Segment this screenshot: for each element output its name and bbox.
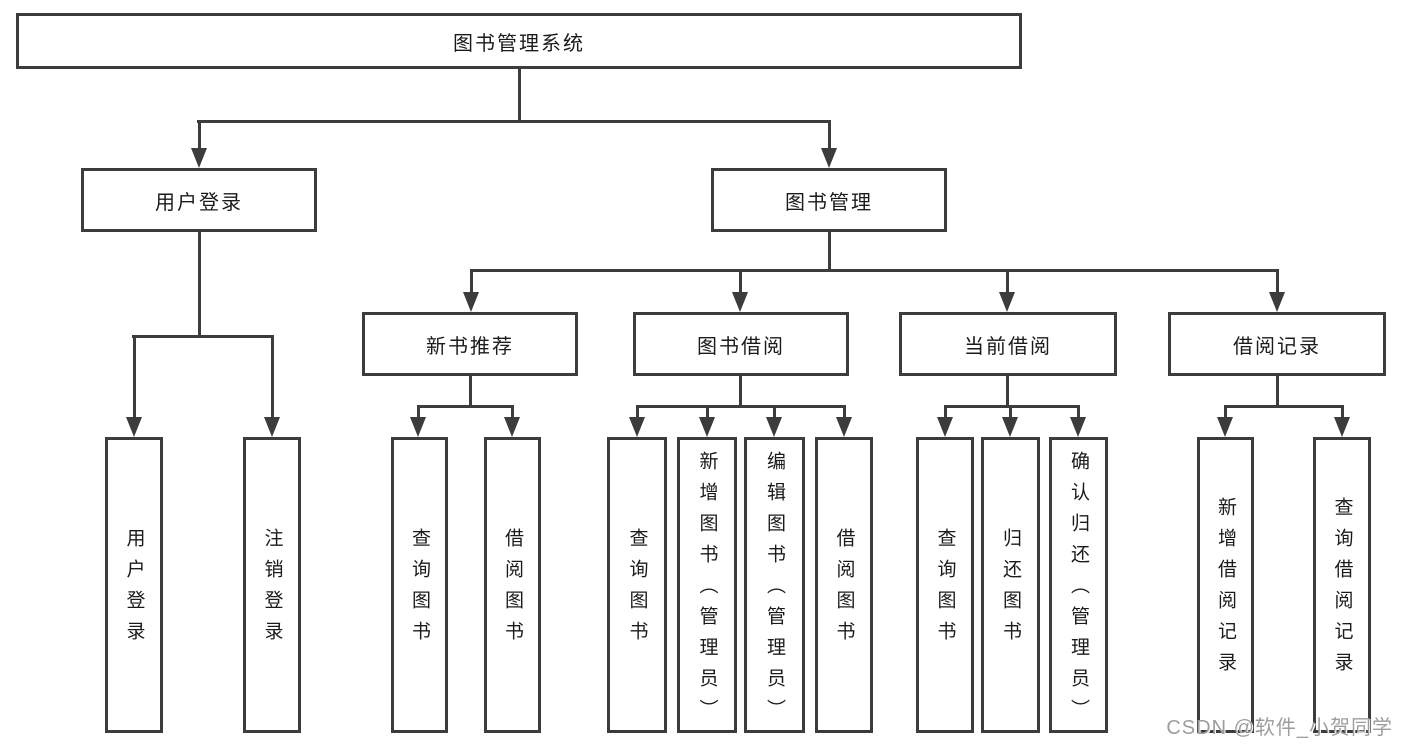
connector-line — [773, 405, 776, 419]
leaf-records-add-record: 新增借阅记录 — [1197, 437, 1254, 733]
arrow-down-icon — [629, 417, 645, 437]
arrow-down-icon — [1334, 417, 1350, 437]
connector-line — [1006, 376, 1009, 407]
connector-line — [511, 405, 514, 419]
connector-line — [636, 405, 846, 408]
node-borrow-records: 借阅记录 — [1168, 312, 1386, 376]
connector-line — [1341, 405, 1344, 419]
connector-line — [470, 269, 473, 292]
arrow-down-icon — [1070, 417, 1086, 437]
node-current-borrow: 当前借阅 — [899, 312, 1117, 376]
connector-line — [198, 120, 201, 150]
connector-line — [417, 405, 420, 419]
connector-line — [1224, 405, 1227, 419]
connector-line — [636, 405, 639, 419]
node-root-library-system: 图书管理系统 — [16, 13, 1022, 69]
connector-line — [944, 405, 947, 419]
leaf-borrow-add-books-admin: 新增图书（管理员） — [677, 437, 737, 733]
arrow-down-icon — [836, 417, 852, 437]
arrow-down-icon — [999, 292, 1015, 312]
connector-line — [1276, 269, 1279, 292]
leaf-user-login: 用户登录 — [105, 437, 163, 733]
arrow-down-icon — [1217, 417, 1233, 437]
connector-line — [197, 120, 831, 123]
arrow-down-icon — [937, 417, 953, 437]
connector-line — [518, 69, 521, 120]
node-book-management-branch: 图书管理 — [711, 168, 947, 232]
node-new-book-recommend: 新书推荐 — [362, 312, 578, 376]
arrow-down-icon — [410, 417, 426, 437]
connector-line — [133, 335, 136, 419]
connector-line — [470, 269, 1279, 272]
csdn-watermark: CSDN @软件_小贺同学 — [1166, 717, 1393, 739]
arrow-down-icon — [463, 292, 479, 312]
connector-line — [1077, 405, 1080, 419]
arrow-down-icon — [504, 417, 520, 437]
arrow-down-icon — [732, 292, 748, 312]
connector-line — [843, 405, 846, 419]
leaf-borrow-edit-books-admin: 编辑图书（管理员） — [744, 437, 805, 733]
leaf-current-query-books: 查询图书 — [916, 437, 974, 733]
leaf-borrow-query-books: 查询图书 — [607, 437, 667, 733]
connector-line — [944, 405, 1080, 408]
arrow-down-icon — [126, 417, 142, 437]
connector-line — [739, 269, 742, 292]
connector-line — [198, 232, 201, 336]
leaf-newbook-query-books: 查询图书 — [391, 437, 448, 733]
leaf-borrow-borrow-books: 借阅图书 — [815, 437, 873, 733]
connector-line — [1009, 405, 1012, 419]
connector-line — [417, 405, 514, 408]
arrow-down-icon — [1002, 417, 1018, 437]
node-user-login-branch: 用户登录 — [81, 168, 317, 232]
connector-line — [739, 376, 742, 407]
connector-line — [271, 335, 274, 419]
arrow-down-icon — [821, 148, 837, 168]
connector-line — [132, 335, 274, 338]
arrow-down-icon — [699, 417, 715, 437]
connector-line — [1276, 376, 1279, 407]
arrow-down-icon — [264, 417, 280, 437]
connector-line — [1224, 405, 1344, 408]
leaf-current-confirm-return-admin: 确认归还（管理员） — [1049, 437, 1108, 733]
connector-line — [828, 232, 831, 272]
connector-line — [828, 120, 831, 150]
leaf-newbook-borrow-books: 借阅图书 — [484, 437, 541, 733]
leaf-logout: 注销登录 — [243, 437, 301, 733]
node-book-borrow: 图书借阅 — [633, 312, 849, 376]
connector-line — [706, 405, 709, 419]
leaf-current-return-books: 归还图书 — [981, 437, 1040, 733]
arrow-down-icon — [191, 148, 207, 168]
arrow-down-icon — [766, 417, 782, 437]
arrow-down-icon — [1269, 292, 1285, 312]
connector-line — [1006, 269, 1009, 292]
connector-line — [469, 376, 472, 407]
leaf-records-query-record: 查询借阅记录 — [1313, 437, 1371, 733]
